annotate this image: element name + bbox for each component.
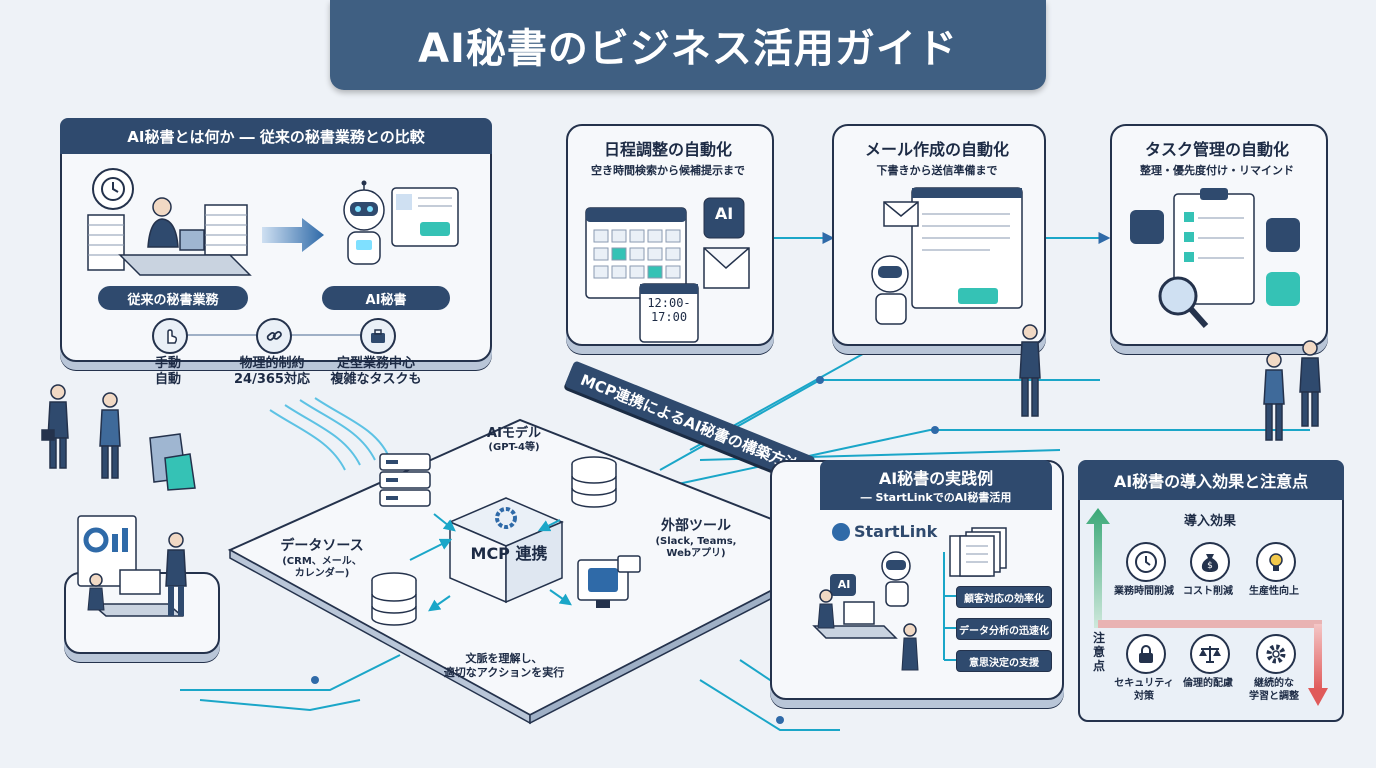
page-title: AI秘書のビジネス活用ガイド [330,0,1046,90]
effect-label: 生産性向上 [1249,586,1299,597]
practice-subtitle: ― StartLinkでのAI秘書活用 [860,491,1012,504]
compare-item-constraint: 物理的制約 24/365対応 [222,356,322,389]
person-illustration [1019,324,1041,417]
mail-title: メール作成の自動化 [864,140,1009,159]
ai-model-title: AIモデル [487,426,541,441]
clock-icon [92,168,134,210]
action-label: 文脈を理解し、 適切なアクションを実行 [434,652,574,680]
caution-label: セキュリティ 対策 [1106,678,1182,703]
workspace-illustration [77,515,187,617]
effects-header: AI秘書の導入効果と注意点 [1078,460,1344,500]
monitor-icon [577,555,641,608]
task-title: タスク管理の自動化 [1144,140,1289,159]
action-line2: 適切なアクションを実行 [443,665,565,679]
business-people-illustration [41,384,196,491]
calendar-illustration [585,197,750,343]
hand-tap-icon [152,318,188,354]
practice-header: AI秘書の実践例 ― StartLinkでのAI秘書活用 [820,460,1052,510]
effect-label: 業務時間削減 [1114,586,1174,597]
mcp-flow-arrows [409,513,572,612]
ai-model-sub: (GPT-4等) [488,442,540,454]
caution-line2: 学習と調整 [1249,690,1299,702]
link-icon [256,318,292,354]
schedule-subtitle: 空き時間検索から候補提示まで [591,164,745,177]
task-illustration [1130,188,1300,328]
gear-icon [1256,634,1296,674]
ai-model-label: AIモデル (GPT-4等) [474,426,554,455]
caution-line1: 継続的な [1254,678,1294,689]
ai-robot-illustration [343,180,459,265]
money-bag-icon: $ [1190,542,1230,582]
practice-item: 顧客対応の効率化 [956,586,1052,608]
compare-before-text: 物理的制約 [239,356,305,371]
schedule-time-text: 12:00- 17:00 [647,296,691,325]
mcp-cube-label: MCP 連携 [470,544,548,563]
schedule-title: 日程調整の自動化 [603,140,732,159]
caution-line1: 倫理的配慮 [1183,678,1233,689]
effects-panel [1078,460,1344,722]
briefcase-icon [360,318,396,354]
clock-icon [1126,542,1166,582]
ai-secretary-label: AI秘書 [322,286,450,310]
traditional-office-illustration [87,197,252,276]
svg-text:$: $ [1207,561,1213,571]
effects-title: 導入効果 [1183,514,1236,529]
transition-arrow [262,218,324,252]
external-tools-sub2: Webアプリ) [666,548,726,559]
effect-label: コスト削減 [1183,586,1233,597]
lightbulb-icon [1256,542,1296,582]
team-illustration [1263,340,1321,441]
startlink-logo: StartLink [832,522,937,541]
mail-subtitle: 下書きから送信準備まで [876,164,998,177]
caution-label: 倫理的配慮 [1170,678,1246,691]
compare-before-text: 定型業務中心 [336,356,415,371]
caution-label: 継続的な 学習と調整 [1236,678,1312,703]
compare-after-text: 24/365対応 [234,372,310,388]
traditional-label: 従来の秘書業務 [98,286,248,310]
compare-item-tasks: 定型業務中心 複雑なタスクも [326,356,426,389]
practice-illustration [812,535,991,671]
task-subtitle: 整理・優先度付け・リマインド [1140,164,1294,177]
caution-line2: 対策 [1134,690,1154,702]
ai-model-database-icon [571,456,617,508]
intro-header: AI秘書とは何か ― 従来の秘書業務との比較 [60,118,492,154]
effects-arrow [1086,508,1328,706]
data-source-sub2: カレンダー) [294,568,350,579]
startlink-brand: StartLink [854,522,938,541]
data-source-label: データソース (CRM、メール、 カレンダー) [272,538,372,581]
action-line1: 文脈を理解し、 [465,652,543,665]
lock-icon [1126,634,1166,674]
schedule-ai-tag: AI [714,204,734,223]
practice-title: AI秘書の実践例 [878,469,994,488]
compare-after-text: 自動 [154,372,181,388]
scales-icon [1190,634,1230,674]
external-tools-label: 外部ツール (Slack, Teams, Webアプリ) [646,518,746,561]
cautions-title: 注意点 [1092,631,1105,673]
practice-flow [943,552,956,661]
caution-line1: セキュリティ [1114,678,1174,689]
compare-item-manual: 手動 自動 [138,356,198,389]
mail-illustration [871,187,1023,325]
mcp-cube [448,497,564,604]
document-stack-icon [959,527,1007,577]
external-tools-sub1: (Slack, Teams, [655,535,737,547]
practice-ai-tag: AI [837,578,851,591]
data-source-database-icon [371,572,417,626]
external-tools-title: 外部ツール [661,518,731,534]
data-source-sub1: (CRM、メール、 [282,555,362,567]
practice-item: データ分析の迅速化 [956,618,1052,640]
server-icon [379,453,431,507]
compare-before-text: 手動 [154,356,181,371]
compare-after-text: 複雑なタスクも [330,372,422,388]
practice-item: 意思決定の支援 [956,650,1052,672]
data-source-title: データソース [280,538,364,554]
startlink-s-icon [832,522,850,541]
